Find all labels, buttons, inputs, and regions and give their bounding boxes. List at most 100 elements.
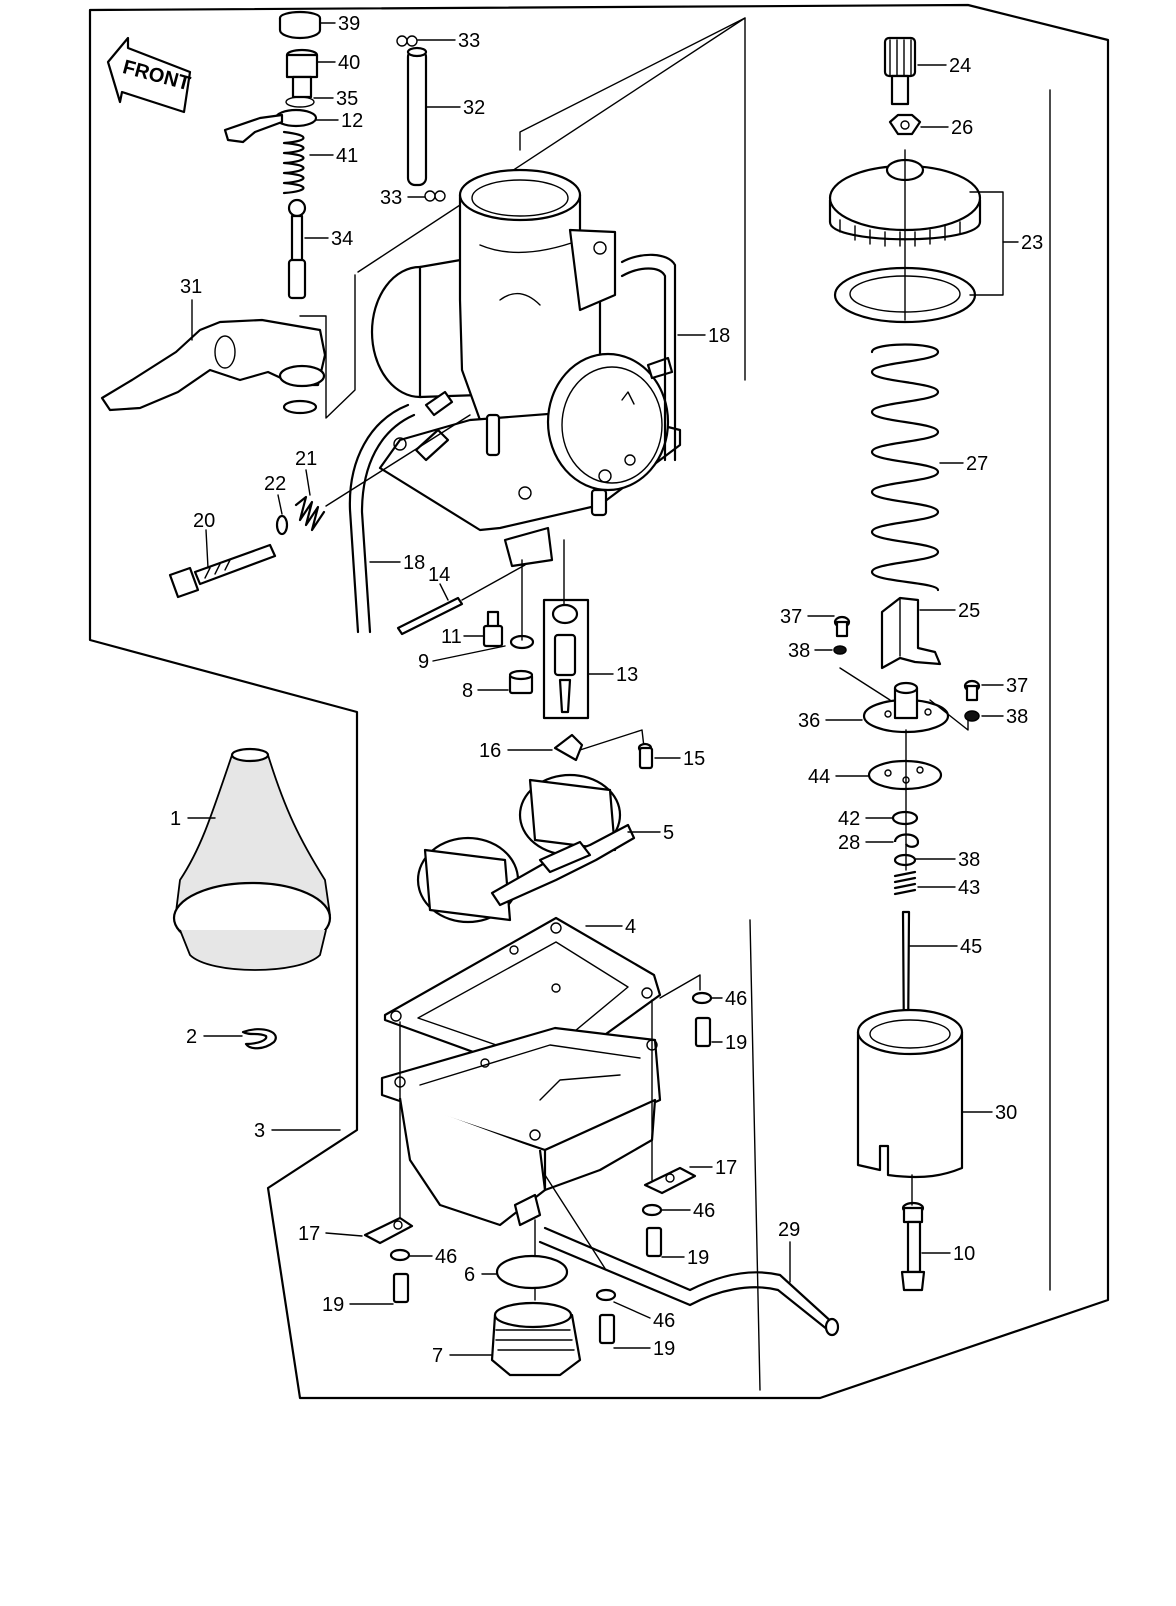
svg-text:19: 19: [322, 1294, 344, 1316]
callout-17-right: 17: [689, 1157, 737, 1179]
tube-clip-33-mid: [424, 190, 446, 202]
callout-18-right: 18: [677, 325, 730, 347]
svg-text:13: 13: [616, 664, 638, 686]
o-ring-6: [495, 1254, 569, 1290]
svg-text:19: 19: [725, 1032, 747, 1054]
screw-19-right: [645, 1226, 663, 1258]
svg-text:41: 41: [336, 145, 358, 167]
callout-43: 43: [917, 877, 980, 899]
callout-46-c: 46: [409, 1246, 457, 1268]
callout-5: 5: [627, 822, 674, 844]
svg-text:37: 37: [780, 606, 802, 628]
callout-9: 9: [418, 645, 506, 673]
callout-17-left: 17: [298, 1223, 363, 1245]
svg-text:28: 28: [838, 832, 860, 854]
svg-text:40: 40: [338, 52, 360, 74]
overflow-tube-18-left: [348, 403, 410, 634]
callout-31: 31: [180, 276, 202, 341]
needle-valve-13: [551, 603, 579, 714]
float-pin-bracket-16: [553, 733, 584, 762]
callout-16: 16: [479, 740, 553, 762]
callout-33-top: 33: [417, 30, 480, 52]
washer-46-right: [641, 1203, 663, 1217]
slide-plate-guide: [839, 667, 969, 731]
callout-38-right: 38: [981, 706, 1028, 728]
svg-text:10: 10: [953, 1243, 975, 1265]
front-label: FRONT: [120, 56, 192, 95]
callout-8: 8: [462, 680, 509, 702]
throttle-slide-30: [856, 1008, 964, 1179]
cable-stop-35-12: [223, 96, 318, 144]
air-screw-20: [168, 543, 277, 599]
svg-text:42: 42: [838, 808, 860, 830]
washer-38-lower: [893, 853, 917, 867]
svg-text:1: 1: [170, 808, 181, 830]
slide-plate-36: [862, 681, 950, 734]
screw-19-top: [694, 1016, 712, 1048]
svg-text:17: 17: [715, 1157, 737, 1179]
throttle-rod-34: [287, 198, 307, 300]
svg-text:37: 37: [1006, 675, 1028, 697]
svg-text:46: 46: [693, 1200, 715, 1222]
svg-text:18: 18: [708, 325, 730, 347]
main-jet-8: [508, 669, 534, 695]
washer-46-bottom: [595, 1288, 617, 1302]
svg-text:44: 44: [808, 766, 830, 788]
air-screw-spring-21: [294, 495, 326, 532]
bracket-guide-line: [579, 729, 646, 757]
svg-text:25: 25: [958, 600, 980, 622]
disc-44: [867, 759, 943, 791]
svg-text:46: 46: [725, 988, 747, 1010]
callout-19-b: 19: [661, 1247, 709, 1269]
callout-19-d: 19: [613, 1338, 675, 1360]
callout-14: 14: [428, 564, 450, 601]
drain-hose-end: [824, 1317, 840, 1337]
svg-text:30: 30: [995, 1102, 1017, 1124]
svg-text:38: 38: [958, 849, 980, 871]
svg-text:21: 21: [295, 448, 317, 470]
adjuster-24: [883, 36, 917, 106]
svg-text:7: 7: [432, 1345, 443, 1367]
front-arrow-icon: FRONT: [106, 36, 193, 114]
air-screw-guide-line: [325, 414, 471, 507]
svg-text:4: 4: [625, 916, 636, 938]
callout-34: 34: [304, 228, 353, 250]
callout-44: 44: [808, 766, 869, 788]
callout-35: 35: [313, 88, 358, 110]
callout-37-left: 37: [780, 606, 835, 628]
svg-text:18: 18: [403, 552, 425, 574]
callout-37-right: 37: [981, 675, 1028, 697]
washer-42: [891, 810, 919, 826]
callout-15: 15: [654, 748, 705, 770]
top-bracket-outline: [299, 274, 356, 419]
drain-plug-7: [490, 1301, 582, 1377]
bowl-screw-guide-46: [659, 974, 701, 999]
overflow-tube-18-left-inner: [360, 413, 416, 634]
svg-text:36: 36: [798, 710, 820, 732]
slide-spring-27: [870, 343, 940, 592]
svg-text:46: 46: [435, 1246, 457, 1268]
svg-text:38: 38: [788, 640, 810, 662]
callout-29: 29: [778, 1219, 800, 1283]
callout-6: 6: [464, 1264, 497, 1286]
svg-text:9: 9: [418, 651, 429, 673]
washer-46-left: [389, 1248, 411, 1262]
needle-spring-43: [893, 870, 917, 896]
washer-38-right: [964, 710, 980, 722]
callout-38-left: 38: [788, 640, 833, 662]
svg-text:34: 34: [331, 228, 353, 250]
svg-text:33: 33: [458, 30, 480, 52]
throttle-spring-41: [282, 130, 305, 195]
callout-46-d: 46: [613, 1301, 675, 1332]
svg-text:32: 32: [463, 97, 485, 119]
svg-text:11: 11: [441, 626, 462, 648]
screw-19-left: [392, 1272, 410, 1304]
assembly-outline: [88, 3, 1110, 1400]
callout-32: 32: [425, 97, 485, 119]
svg-text:33: 33: [380, 187, 402, 209]
svg-text:35: 35: [336, 88, 358, 110]
callout-46-a: 46: [711, 988, 747, 1010]
callout-24: 24: [917, 55, 971, 77]
callout-2: 2: [186, 1026, 243, 1048]
